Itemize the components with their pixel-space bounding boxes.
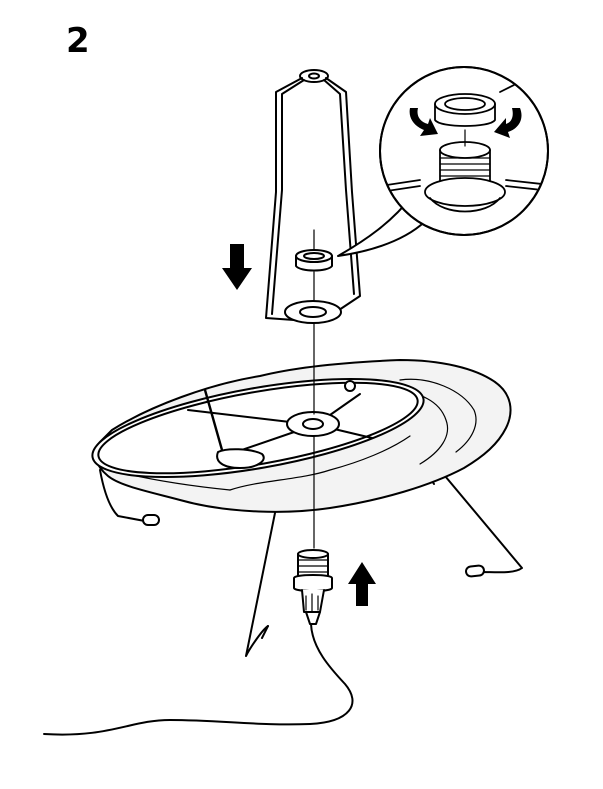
rotate-arrow-icon <box>409 108 438 136</box>
rotate-arrow-icon <box>494 108 522 138</box>
upper-frame <box>265 69 361 324</box>
up-arrow-icon <box>348 562 376 606</box>
threaded-ring <box>295 249 333 263</box>
lamp-shade <box>91 359 512 513</box>
step-number: 2 <box>66 21 90 61</box>
down-arrow-icon <box>222 244 252 290</box>
lamp-socket <box>293 549 333 625</box>
power-cord <box>43 623 354 736</box>
detail-callout <box>337 66 549 257</box>
